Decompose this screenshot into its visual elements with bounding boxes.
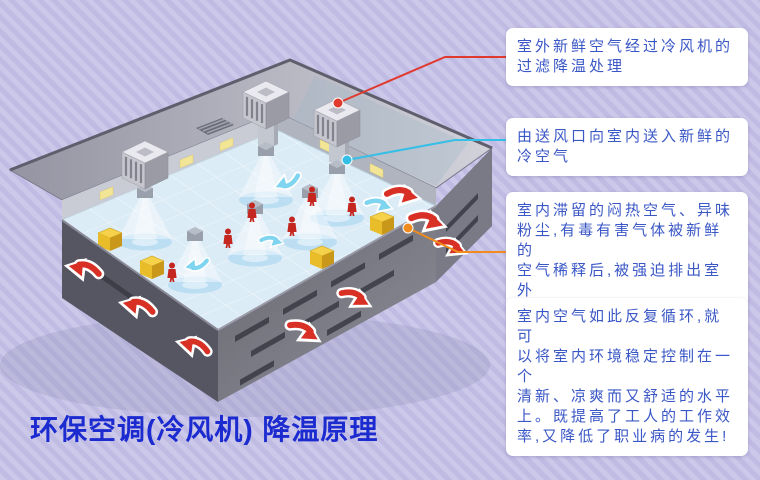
front-left-wall xyxy=(62,220,218,402)
callout-4: 室内空气如此反复循环,就可 以将室内环境稳定控制在一个 清新、凉爽而又舒适的水平… xyxy=(506,298,748,456)
callout-3-text: 室内滞留的闷热空气、异味 粉尘,有毒有害气体被新鲜的 空气稀释后,被强迫排出室外 xyxy=(517,202,734,299)
inner-wall-left xyxy=(62,112,277,220)
callout-1: 室外新鲜空气经过冷风机的 过滤降温处理 xyxy=(506,28,748,86)
callout-3: 室内滞留的闷热空气、异味 粉尘,有毒有害气体被新鲜的 空气稀释后,被强迫排出室外 xyxy=(506,192,748,310)
page-title: 环保空调(冷风机) 降温原理 xyxy=(30,414,379,445)
factory-cooling-diagram xyxy=(0,58,494,417)
callout-2-text: 由送风口向室内送入新鲜的 冷空气 xyxy=(517,128,734,165)
roof-vent-grille xyxy=(196,118,234,135)
callout-1-text: 室外新鲜空气经过冷风机的 过滤降温处理 xyxy=(517,38,734,75)
wall-window-slits xyxy=(235,234,413,386)
callout-4-text: 室内空气如此反复循环,就可 以将室内环境稳定控制在一个 清新、凉爽而又舒适的水平… xyxy=(517,308,734,445)
callout-2: 由送风口向室内送入新鲜的 冷空气 xyxy=(506,118,748,176)
